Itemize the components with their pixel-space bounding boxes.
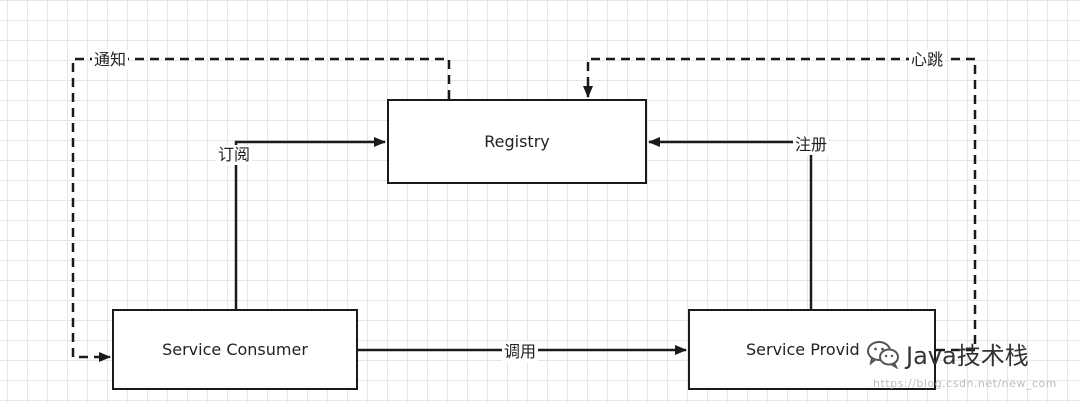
watermark-url: https://blog.csdn.net/new_com [873, 377, 1057, 390]
service-provider-label: Service Provid [746, 340, 860, 359]
service-consumer-label: Service Consumer [162, 340, 308, 359]
register-connector [648, 137, 813, 309]
registry-label: Registry [484, 132, 550, 151]
notify-connector [71, 57, 451, 362]
subscribe-connector [234, 137, 386, 309]
wechat-icon [867, 340, 899, 369]
register-label: 注册 [793, 135, 830, 155]
watermark-brand: Java技术栈 [906, 342, 1029, 370]
invoke-label: 调用 [502, 342, 539, 362]
heartbeat-connector [583, 57, 977, 352]
heartbeat-label: 心跳 [909, 50, 946, 70]
notify-label: 通知 [92, 50, 129, 70]
registry-node: Registry [387, 99, 647, 184]
watermark: Java技术栈 [866, 336, 1029, 371]
service-consumer-node: Service Consumer [112, 309, 358, 390]
subscribe-label: 订阅 [216, 145, 253, 165]
